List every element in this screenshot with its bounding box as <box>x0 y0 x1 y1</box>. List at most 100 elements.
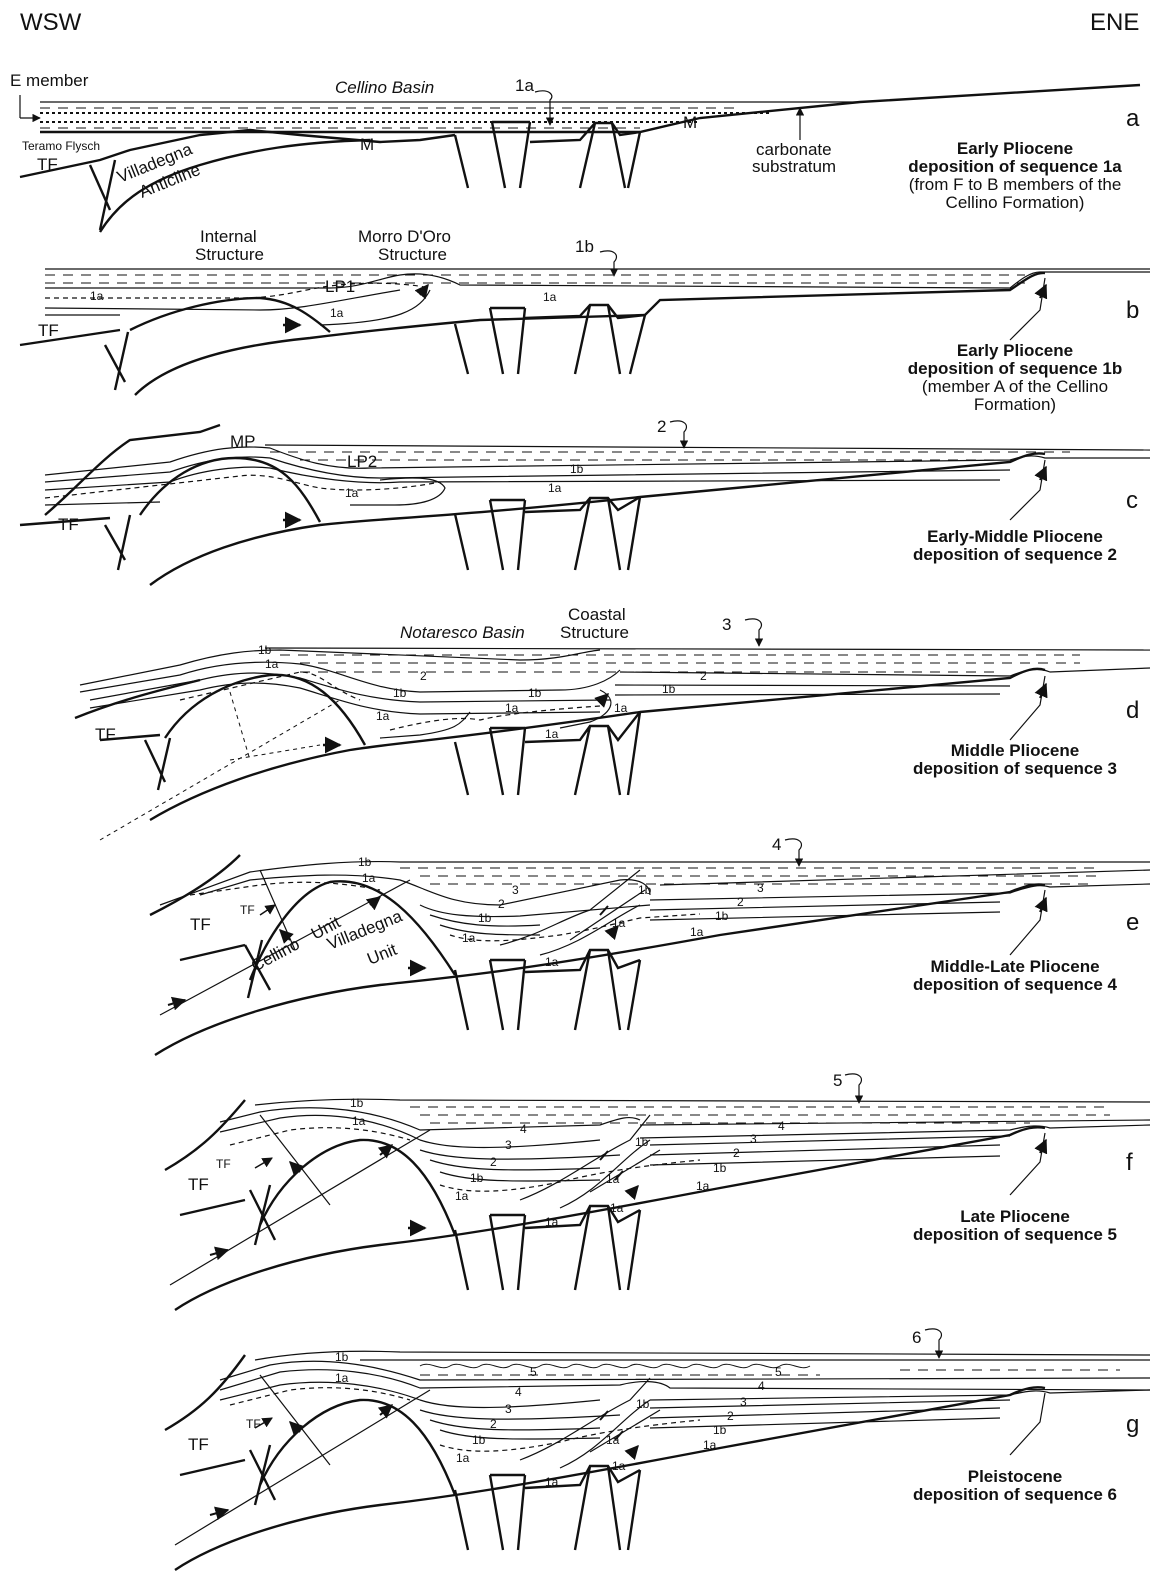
caption-g: Pleistocene deposition of sequence 6 <box>880 1468 1150 1504</box>
panel-b-1a-a: 1a <box>90 289 104 303</box>
panel-b-lp1: LP1 <box>325 277 355 296</box>
caption-a: Early Pliocene deposition of sequence 1a… <box>880 140 1150 212</box>
panel-e-1b-a: 1b <box>478 911 492 925</box>
panel-d-basin: Notaresco Basin <box>400 623 525 642</box>
panel-f-letter: f <box>1126 1149 1133 1176</box>
panel-b-morro-1: Morro D'Oro <box>358 227 451 246</box>
panel-b-internal-2: Structure <box>195 245 264 264</box>
panel-a-flysch: Teramo Flysch <box>22 139 100 153</box>
panel-g-4-a: 4 <box>515 1385 522 1399</box>
panel-e-1b-b: 1b <box>638 883 652 897</box>
panel-f-2-a: 2 <box>490 1155 497 1169</box>
panel-e-1a-d: 1a <box>545 955 559 969</box>
panel-d-2-b: 2 <box>700 669 707 683</box>
panel-d-labels: Notaresco Basin Coastal Structure 3 1b 1… <box>95 605 1139 744</box>
panel-a-seq: 1a <box>515 76 534 95</box>
panel-b-tf: TF <box>38 321 59 340</box>
caption-c-title-2: deposition of sequence 2 <box>880 546 1150 564</box>
panel-c-tf: TF <box>58 515 79 534</box>
panel-c-letter: c <box>1126 487 1138 514</box>
panel-f-1b-a: 1b <box>470 1171 484 1185</box>
panel-b-internal-1: Internal <box>200 227 257 246</box>
panel-c-1a-a: 1a <box>345 486 359 500</box>
panel-d-seq: 3 <box>722 615 731 634</box>
panel-f-tf-small: TF <box>216 1157 231 1171</box>
caption-d-title-1: Middle Pliocene <box>880 742 1150 760</box>
panel-f-1a-top: 1a <box>352 1114 366 1128</box>
panel-a-basin: Cellino Basin <box>335 78 434 97</box>
panel-g-1a-c: 1a <box>703 1438 717 1452</box>
panel-f-seq: 5 <box>833 1071 842 1090</box>
panel-g-1a-e: 1a <box>545 1475 559 1489</box>
panel-f-tf: TF <box>188 1175 209 1194</box>
panel-f-4-b: 4 <box>778 1119 785 1133</box>
panel-g-3-b: 3 <box>740 1395 747 1409</box>
panel-g-1b-a: 1b <box>472 1433 486 1447</box>
panel-a-letter: a <box>1126 105 1140 132</box>
caption-e-title-1: Middle-Late Pliocene <box>880 958 1150 976</box>
panel-d-tf: TF <box>95 725 116 744</box>
header-wsw: WSW <box>20 9 82 36</box>
panel-e-1b-top: 1b <box>358 855 372 869</box>
caption-d: Middle Pliocene deposition of sequence 3 <box>880 742 1150 778</box>
panel-e-1a-c: 1a <box>690 925 704 939</box>
panel-d-coastal-1: Coastal <box>568 605 626 624</box>
caption-e: Middle-Late Pliocene deposition of seque… <box>880 958 1150 994</box>
panel-d <box>75 619 1150 840</box>
panel-f-2-b: 2 <box>733 1146 740 1160</box>
panel-g-1b-c: 1b <box>713 1423 727 1437</box>
panel-e-labels: 4 1b 1a 3 3 2 2 1b 1b 1b 1a 1a 1a 1a TF … <box>190 835 1139 976</box>
panel-f-1b-c: 1b <box>713 1161 727 1175</box>
caption-b-note-1: (member A of the Cellino <box>880 378 1150 396</box>
panel-f-3-b: 3 <box>750 1132 757 1146</box>
panel-b-morro-2: Structure <box>378 245 447 264</box>
panel-f-3-a: 3 <box>505 1138 512 1152</box>
panel-g-1a-b: 1a <box>606 1433 620 1447</box>
caption-g-title-1: Pleistocene <box>880 1468 1150 1486</box>
panel-e-1b-c: 1b <box>715 909 729 923</box>
panel-f-1b-b: 1b <box>635 1135 649 1149</box>
panel-f-1a-c: 1a <box>696 1179 710 1193</box>
panel-g-5-a: 5 <box>530 1365 537 1379</box>
panel-f-1b-top: 1b <box>350 1096 364 1110</box>
panel-f <box>165 1074 1150 1310</box>
panel-c-seq: 2 <box>657 417 666 436</box>
panel-d-1b-b: 1b <box>528 686 542 700</box>
header-ene: ENE <box>1090 9 1139 36</box>
panel-e-1a-b: 1a <box>612 916 626 930</box>
caption-g-title-2: deposition of sequence 6 <box>880 1486 1150 1504</box>
caption-a-note-1: (from F to B members of the <box>880 176 1150 194</box>
caption-b-title-2: deposition of sequence 1b <box>880 360 1150 378</box>
panel-g-1a-d: 1a <box>612 1459 626 1473</box>
panel-d-1a-top: 1a <box>265 657 279 671</box>
panel-g-2-b: 2 <box>727 1409 734 1423</box>
panel-d-1b-c: 1b <box>662 682 676 696</box>
panel-a-substratum-2: substratum <box>752 157 836 176</box>
panel-f-1a-b: 1a <box>606 1172 620 1186</box>
panel-e-1a-a: 1a <box>462 931 476 945</box>
panel-b-letter: b <box>1126 297 1139 324</box>
panel-e-seq: 4 <box>772 835 781 854</box>
panel-g-seq: 6 <box>912 1328 921 1347</box>
caption-b: Early Pliocene deposition of sequence 1b… <box>880 342 1150 414</box>
panel-e-unit-2: Unit <box>364 940 399 969</box>
panel-e-3-a: 3 <box>512 883 519 897</box>
caption-b-note-2: Formation) <box>880 396 1150 414</box>
panel-g <box>165 1329 1150 1570</box>
panel-d-coastal-2: Structure <box>560 623 629 642</box>
panel-b-1a-b: 1a <box>330 306 344 320</box>
panel-g-1b-top: 1b <box>335 1350 349 1364</box>
panel-e-1a-top: 1a <box>362 871 376 885</box>
caption-e-title-2: deposition of sequence 4 <box>880 976 1150 994</box>
panel-c-1a-b: 1a <box>548 481 562 495</box>
panel-g-letter: g <box>1126 1411 1139 1438</box>
caption-d-title-2: deposition of sequence 3 <box>880 760 1150 778</box>
panel-g-4-b: 4 <box>758 1379 765 1393</box>
panel-f-1a-a: 1a <box>455 1189 469 1203</box>
caption-a-note-2: Cellino Formation) <box>880 194 1150 212</box>
caption-c-title-1: Early-Middle Pliocene <box>880 528 1150 546</box>
panel-e-2-b: 2 <box>737 895 744 909</box>
panel-d-letter: d <box>1126 697 1139 724</box>
caption-b-title-1: Early Pliocene <box>880 342 1150 360</box>
panel-d-1b-top: 1b <box>258 643 272 657</box>
